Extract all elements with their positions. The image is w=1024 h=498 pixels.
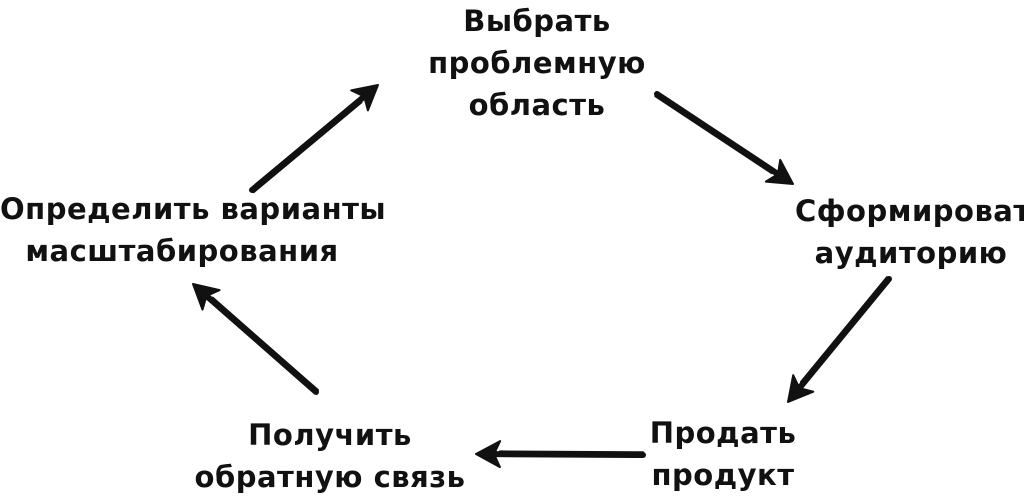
node-label-line: Продать	[649, 416, 797, 450]
node-label-line: проблемную	[428, 46, 646, 80]
node-label-line: Сформировать	[795, 194, 1024, 228]
arrow-shaft-sketch	[498, 450, 645, 454]
node-form-audience: Сформировать аудиторию	[795, 190, 1024, 274]
arrow-head	[192, 283, 221, 311]
node-label-line: Получить	[248, 418, 412, 452]
node-sell-product: Продать продукт	[641, 412, 805, 496]
arrow-head	[475, 440, 502, 469]
arrow-feedback-to-scale	[192, 283, 319, 395]
arrow-shaft	[249, 94, 366, 193]
arrow-sell-to-feedback	[475, 440, 646, 469]
arrow-shaft	[492, 451, 646, 458]
node-label-line: аудиторию	[814, 236, 1008, 270]
node-get-feedback: Получить обратную связь	[190, 414, 470, 498]
node-select-problem-area: Выбрать проблемную область	[412, 0, 662, 126]
node-label-line: продукт	[651, 458, 795, 492]
arrow-head	[350, 84, 379, 112]
arrow-audience-to-sell	[787, 276, 892, 403]
arrow-shaft	[654, 91, 780, 176]
arrow-head	[764, 158, 794, 185]
arrow-shaft-sketch	[654, 94, 773, 175]
arrow-scale-to-select	[249, 84, 379, 194]
node-label-line: Определить варианты	[0, 192, 387, 226]
arrow-head	[787, 374, 815, 403]
arrow-shaft-sketch	[800, 276, 889, 384]
arrow-select-to-audience	[654, 91, 794, 185]
node-label-line: Выбрать	[463, 4, 611, 38]
arrow-shaft	[797, 276, 892, 390]
node-label-line: обратную связь	[194, 460, 466, 494]
node-define-scaling-options: Определить варианты масштабирования	[0, 188, 387, 272]
arrow-shaft	[205, 294, 319, 395]
node-label-line: масштабирования	[25, 234, 339, 268]
node-label-line: область	[468, 88, 606, 122]
arrow-shaft-sketch	[252, 101, 363, 194]
arrow-shaft-sketch	[211, 296, 319, 392]
